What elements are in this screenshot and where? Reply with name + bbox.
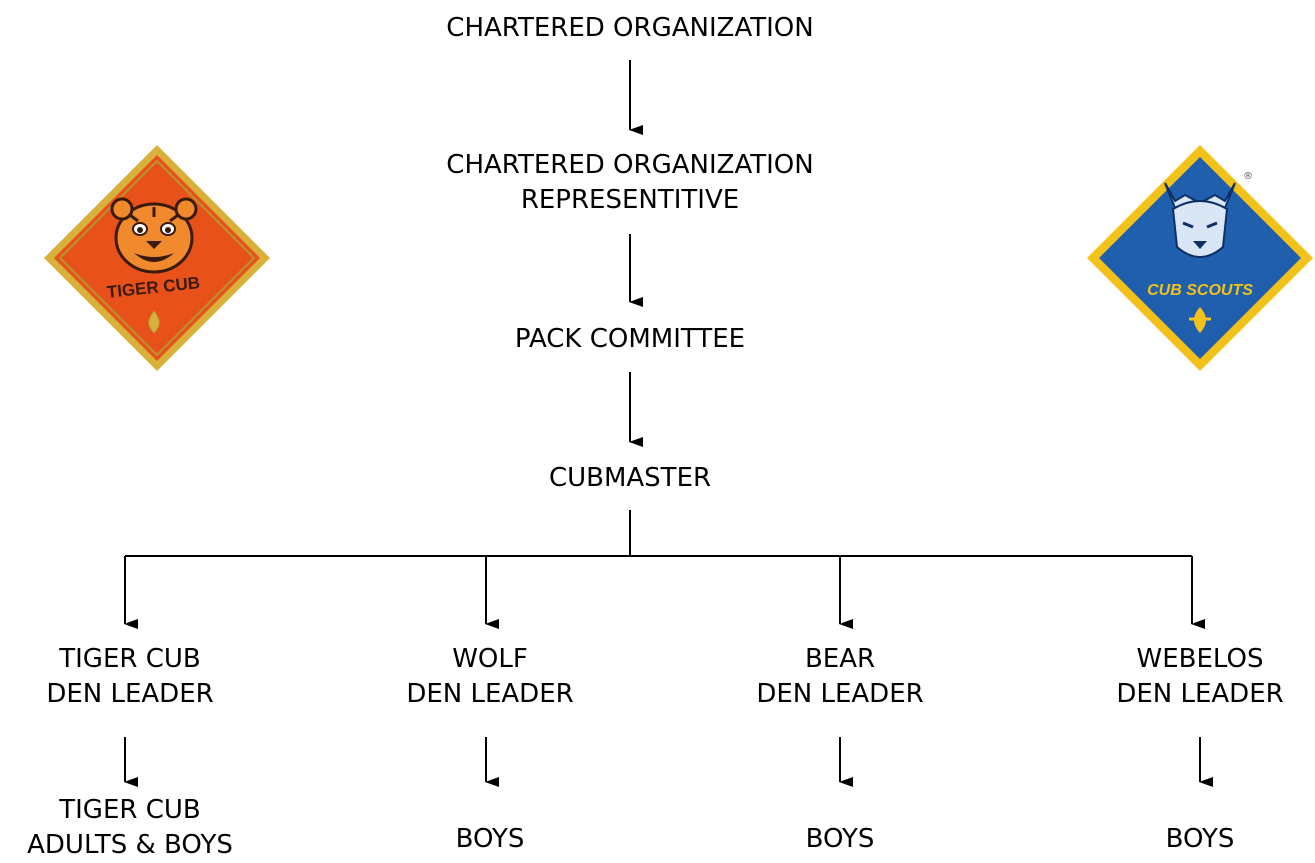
node-chartered-organization-representative: CHARTERED ORGANIZATION REPRESENTITIVE [446, 150, 814, 215]
registered-mark: ® [1243, 171, 1253, 182]
node-wolf-boys: BOYS [455, 824, 525, 854]
node-pack-committee: PACK COMMITTEE [514, 324, 746, 354]
node-cubmaster: CUBMASTER [548, 463, 712, 493]
node-tiger-cub-den-leader: TIGER CUB DEN LEADER [46, 644, 214, 709]
node-wolf-den-leader: WOLF DEN LEADER [406, 644, 574, 709]
node-webelos-den-leader: WEBELOS DEN LEADER [1116, 644, 1284, 709]
node-chartered-organization: CHARTERED ORGANIZATION [446, 13, 814, 43]
cub-scouts-badge-text: CUB SCOUTS [1147, 282, 1253, 299]
node-bear-den-leader: BEAR DEN LEADER [756, 644, 924, 709]
node-webelos-boys: BOYS [1165, 824, 1235, 854]
cub-scouts-badge-icon: CUB SCOUTS ® [1087, 145, 1313, 371]
node-bear-boys: BOYS [805, 824, 875, 854]
tiger-cub-badge-icon: TIGER CUB [44, 145, 270, 371]
node-tiger-cub-adults-and-boys: TIGER CUB ADULTS & BOYS [27, 795, 233, 860]
